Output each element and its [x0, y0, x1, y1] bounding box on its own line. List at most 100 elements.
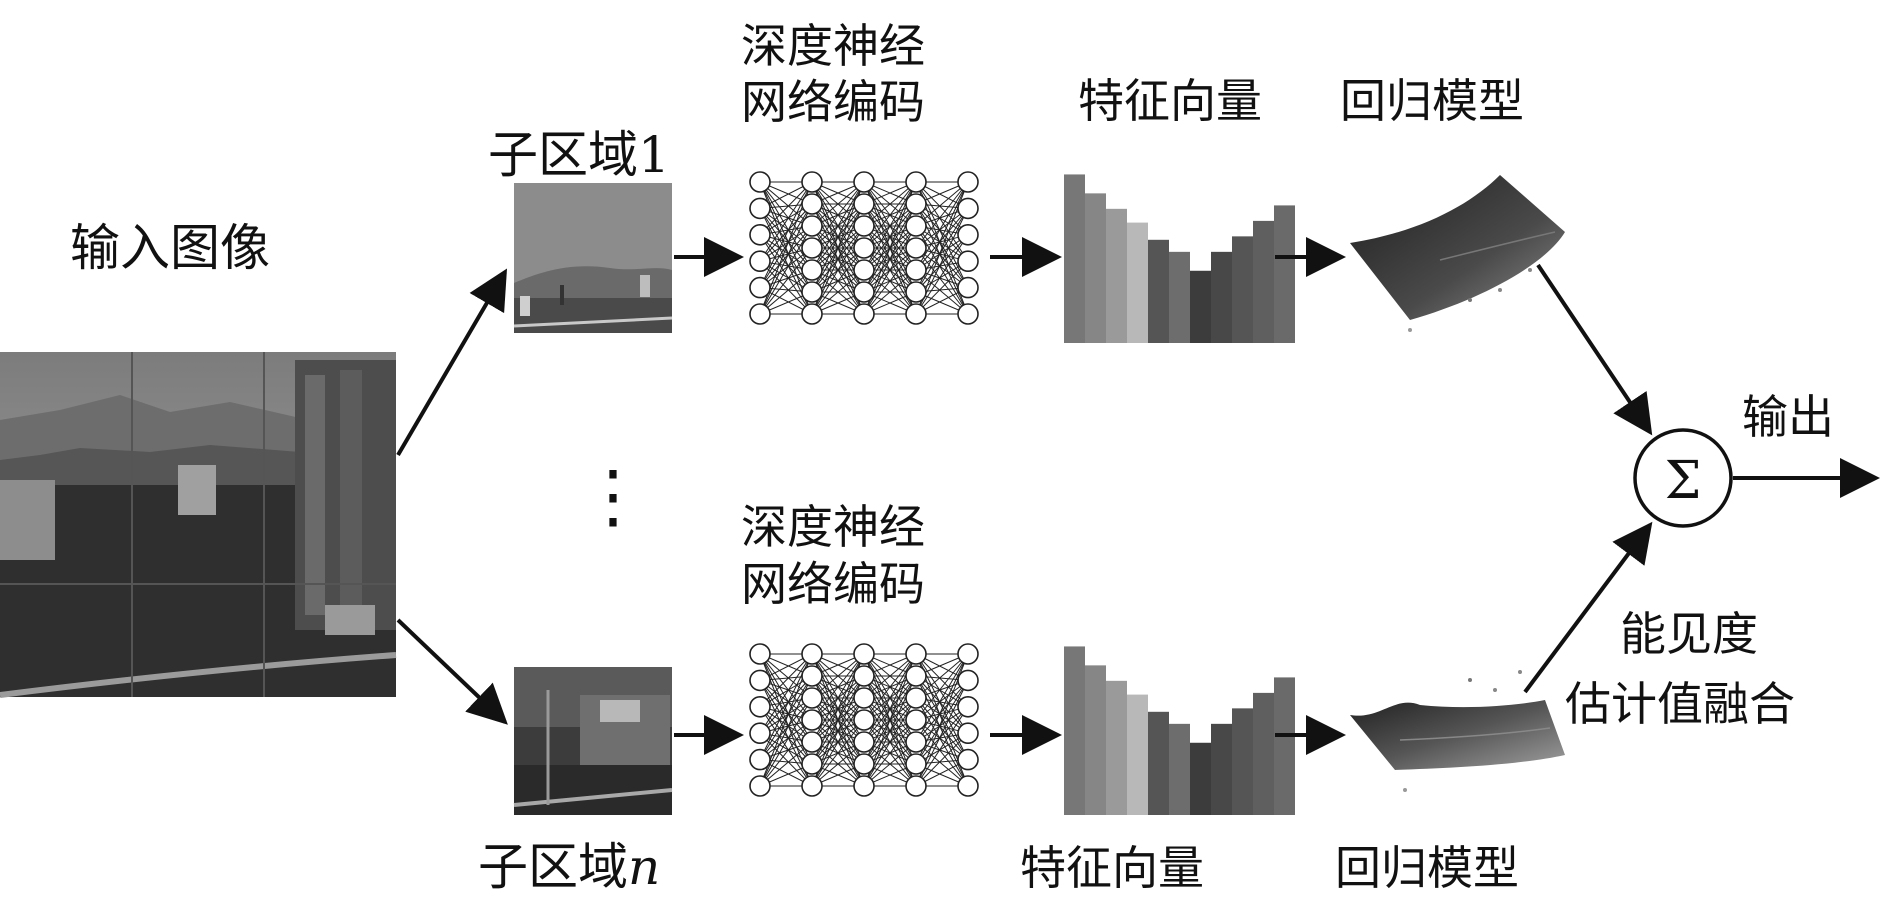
nn-neuron [905, 237, 927, 259]
arrow-regression-1-to-sum [1536, 263, 1653, 436]
nn-connection [759, 706, 813, 765]
nn-neuron [905, 171, 927, 193]
feature-bar [1232, 236, 1253, 343]
feature-bar [1064, 174, 1085, 343]
nn-neuron [853, 259, 875, 281]
nn-connection [759, 225, 813, 288]
nn-neuron [905, 709, 927, 731]
regression-model-1-label: 回归模型 [1340, 74, 1524, 128]
nn-connection [811, 741, 865, 787]
nn-neuron [853, 709, 875, 731]
nn-connection [759, 675, 813, 734]
nn-connection [863, 697, 917, 787]
flow-arrows [396, 237, 1880, 755]
subregion-1-image [513, 183, 673, 333]
nn-connection [863, 653, 917, 743]
feature-bar [1211, 251, 1232, 343]
nn-connection [915, 208, 969, 293]
nn-neuron [905, 665, 927, 687]
nn-neuron [853, 193, 875, 215]
nn-connection [811, 181, 865, 271]
nn-neuron [905, 215, 927, 237]
nn-connection [759, 247, 813, 288]
nn-neuron [801, 709, 823, 731]
feature-vector-1-label: 特征向量 [1078, 74, 1262, 128]
nn-connection [915, 680, 969, 721]
nn-connection [915, 653, 969, 721]
nn-neuron [853, 215, 875, 237]
nn-neuron [957, 224, 979, 246]
nn-connection [811, 269, 865, 315]
nn-neuron [905, 259, 927, 281]
nn-connection [759, 697, 813, 760]
nn-connection [915, 181, 969, 227]
nn-connection [863, 653, 917, 699]
nn-neuron [905, 281, 927, 303]
branch-ellipsis: ⋮ [578, 455, 648, 537]
nn-connection [863, 741, 917, 787]
nn-neuron [957, 303, 979, 325]
nn-neuron [801, 237, 823, 259]
nn-connection [811, 697, 865, 787]
nn-connection [811, 653, 865, 721]
nn-neuron [749, 775, 771, 797]
subregion-n-prefix: 子区域 [478, 838, 628, 896]
nn-neuron [801, 753, 823, 775]
nn-neuron [957, 696, 979, 718]
nn-neuron [957, 643, 979, 665]
nn-neuron [905, 731, 927, 753]
nn-neuron [749, 303, 771, 325]
nn-connection [915, 234, 969, 293]
nn-connection [863, 181, 917, 271]
sum-symbol: Σ [1665, 451, 1702, 511]
nn-neuron [801, 303, 823, 325]
nn-connection [915, 680, 969, 743]
feature-bar [1253, 220, 1274, 343]
nn-connection [811, 719, 865, 787]
nn-connection [759, 675, 813, 760]
nn-neuron [957, 722, 979, 744]
feature-bar [1064, 646, 1085, 815]
nn-connection [915, 208, 969, 249]
nn-neuron [749, 669, 771, 692]
nn-connection [915, 208, 969, 271]
nn-connection [863, 269, 917, 315]
nn-neuron [905, 303, 927, 325]
nn-neuron [853, 303, 875, 325]
nn-neuron [853, 687, 875, 709]
subregion-n-label: 子区域n [478, 838, 660, 896]
nn-connection [811, 653, 865, 699]
fusion-label-line2: 估计值融合 [1565, 677, 1795, 731]
nn-neuron [749, 722, 771, 744]
nn-connection [915, 260, 969, 315]
regression-model-1-surface [1350, 175, 1565, 332]
nn-connection [915, 203, 969, 288]
feature-bar [1211, 723, 1232, 815]
output-label: 输出 [1742, 390, 1834, 444]
nn-neuron [957, 669, 979, 692]
nn-connection [759, 741, 813, 787]
nn-neuron [801, 171, 823, 193]
nn-connection [811, 181, 865, 249]
subregion-1-label: 子区域1 [488, 126, 670, 184]
nn-connection [863, 653, 917, 721]
nn-neuron [801, 731, 823, 753]
feature-bar [1190, 742, 1211, 815]
input-image [0, 352, 397, 698]
feature-bar [1106, 680, 1127, 815]
nn-neuron [957, 250, 979, 272]
nn-neuron [957, 197, 979, 220]
nn-neuron [749, 197, 771, 220]
nn-neuron [749, 643, 771, 665]
feature-bar [1169, 251, 1190, 343]
nn-neuron [853, 731, 875, 753]
arrow-regression-n-to-sum [1523, 521, 1653, 694]
nn-connection [759, 653, 813, 743]
nn-neuron [905, 753, 927, 775]
feature-bar [1148, 711, 1169, 815]
nn-neuron [957, 748, 979, 771]
nn-connection [915, 203, 969, 262]
nn-neuron [905, 687, 927, 709]
subregion-n-image [513, 667, 673, 815]
